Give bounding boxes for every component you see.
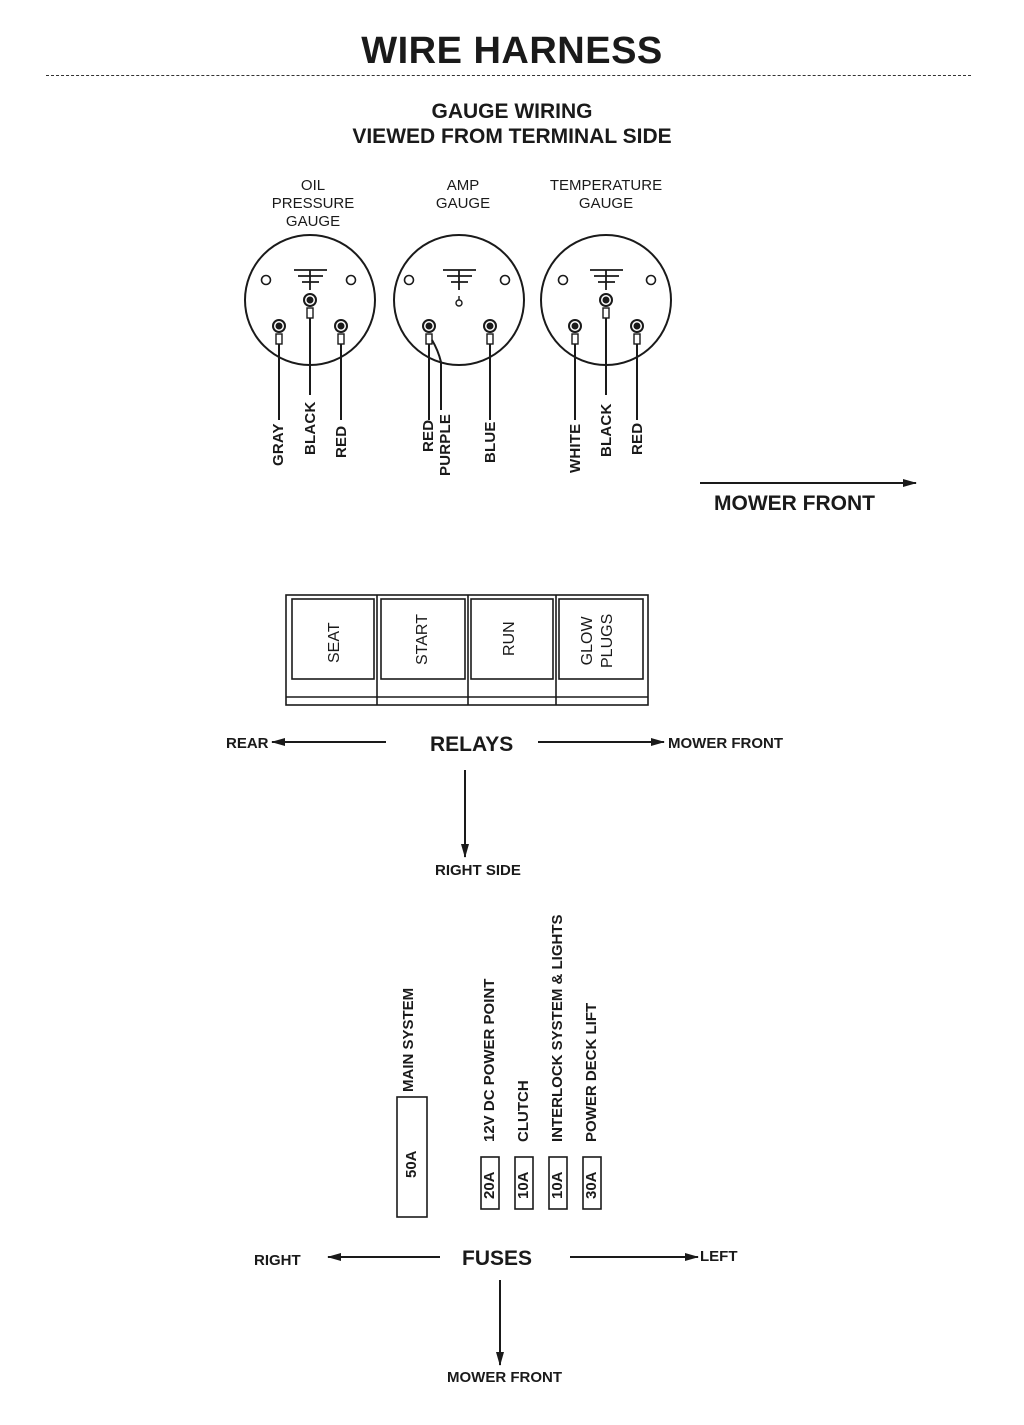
- wire-label-red: RED: [333, 425, 350, 458]
- fuse-left-label: LEFT: [700, 1248, 738, 1265]
- fuse-amp-10a-clutch: 10A: [515, 1171, 532, 1199]
- wire-label-black: BLACK: [302, 401, 319, 456]
- fuse-mower-front-label: MOWER FRONT: [447, 1369, 562, 1386]
- wire-label-gray: GRAY: [270, 423, 287, 466]
- relay-seat: SEAT: [326, 622, 343, 663]
- fuse-block: [396, 1096, 602, 1218]
- fuse-name-power-deck-lift: POWER DECK LIFT: [583, 1002, 600, 1142]
- relay-glow-plugs: GLOW PLUGS: [579, 613, 616, 668]
- fuse-right-label: RIGHT: [254, 1252, 301, 1269]
- fuse-amp-10a-interlock: 10A: [549, 1171, 566, 1199]
- relay-run: RUN: [501, 621, 518, 656]
- fuse-name-12v-power-point: 12V DC POWER POINT: [481, 978, 498, 1142]
- fuse-name-clutch: CLUTCH: [515, 1080, 532, 1142]
- oil-pressure-gauge: [244, 234, 376, 420]
- fuse-name-main-system: MAIN SYSTEM: [400, 987, 417, 1092]
- amp-gauge: [393, 234, 525, 420]
- ground-symbol-icon: [294, 269, 327, 290]
- fuse-50a: [396, 1096, 428, 1218]
- temperature-gauge-label: TEMPERATURE GAUGE: [549, 177, 663, 212]
- wire-label-blue: BLUE: [482, 421, 499, 463]
- relay-start: START: [414, 614, 431, 665]
- wire-label-red: RED: [420, 419, 437, 452]
- mower-front-label: MOWER FRONT: [714, 492, 875, 515]
- fuse-amp-50a: 50A: [403, 1150, 420, 1178]
- relay-block: [285, 594, 649, 706]
- rear-label: REAR: [226, 735, 269, 752]
- right-side-label: RIGHT SIDE: [435, 862, 521, 879]
- wire-label-purple: PURPLE: [437, 413, 454, 476]
- relay-mower-front-label: MOWER FRONT: [668, 735, 783, 752]
- fuse-20a: [480, 1156, 500, 1210]
- temperature-gauge: [540, 234, 672, 420]
- fuse-10a-clutch: [514, 1156, 534, 1210]
- wire-label-red: RED: [629, 422, 646, 455]
- fuse-name-interlock: INTERLOCK SYSTEM & LIGHTS: [549, 914, 566, 1142]
- title-divider: [46, 75, 971, 76]
- oil-pressure-gauge-label: OIL PRESSURE GAUGE: [271, 177, 355, 230]
- fuse-10a-interlock: [548, 1156, 568, 1210]
- wire-label-black: BLACK: [598, 403, 615, 458]
- page-title: WIRE HARNESS: [361, 30, 663, 72]
- amp-gauge-label: AMP GAUGE: [435, 177, 491, 212]
- fuse-amp-30a: 30A: [583, 1171, 600, 1199]
- wire-label-white: WHITE: [567, 423, 584, 473]
- gauge-wiring-subheading: VIEWED FROM TERMINAL SIDE: [352, 125, 672, 148]
- fuses-label: FUSES: [462, 1247, 533, 1270]
- fuse-amp-20a: 20A: [481, 1171, 498, 1199]
- relays-label: RELAYS: [430, 733, 514, 756]
- fuse-30a: [582, 1156, 602, 1210]
- gauge-wiring-heading: GAUGE WIRING: [431, 100, 593, 123]
